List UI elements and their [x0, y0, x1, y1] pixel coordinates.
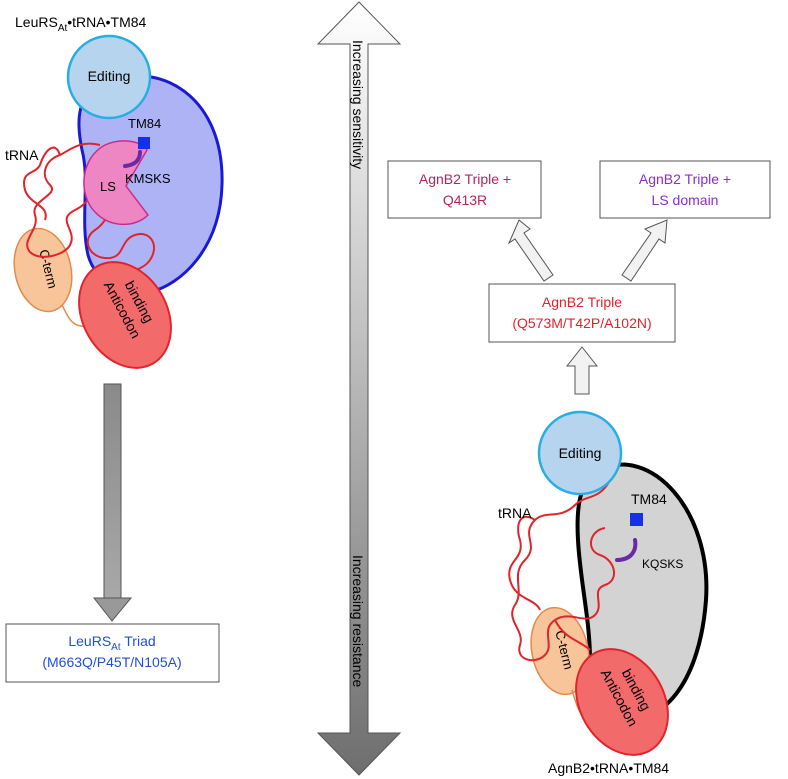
left-ls-domain — [83, 140, 149, 226]
left-anticodon-domain — [78, 261, 172, 369]
right-editing-label: Editing — [559, 445, 602, 461]
agnb2-triple-line2: (Q573M/T42P/A102N) — [512, 315, 651, 331]
left-tm84-label: TM84 — [128, 116, 161, 131]
ls-domain-line2: LS domain — [652, 192, 719, 208]
q413r-line2: Q413R — [443, 192, 487, 208]
right-cterm-domain — [530, 606, 590, 696]
left-editing-domain — [66, 34, 152, 120]
right-editing-domain — [537, 410, 623, 496]
q413r-box: AgnB2 Triple + Q413R — [387, 160, 542, 219]
right-tm84-square — [630, 513, 643, 526]
increasing-sensitivity-label: Increasing sensitivity — [350, 40, 366, 169]
left-editing-label: Editing — [88, 68, 131, 84]
left-kmsks-label: KMSKS — [125, 171, 171, 186]
q413r-line1: AgnB2 Triple + — [419, 171, 511, 187]
agnb2-triple-line1: AgnB2 Triple — [542, 294, 622, 310]
right-trna-label: tRNA — [498, 505, 532, 521]
left-result-line1: LeuRSAt Triad — [68, 633, 155, 653]
increasing-resistance-label: Increasing resistance — [350, 555, 366, 688]
agnb2-triple-box: AgnB2 Triple (Q573M/T42P/A102N) — [488, 283, 676, 343]
right-kqsks-label: KQSKS — [642, 557, 683, 571]
gradient-double-arrow: Increasing sensitivity Increasing resist… — [316, 1, 402, 776]
arrow-to-ls-domain — [621, 219, 668, 282]
right-kqsks-motif — [615, 538, 638, 562]
right-tm84-label: TM84 — [631, 491, 667, 507]
arrow-to-q413r — [507, 219, 554, 282]
left-tm84-square — [138, 137, 150, 149]
right-complex: C-term Editing Anticodon binding TM84 KQ… — [498, 410, 709, 776]
left-down-arrow — [92, 383, 133, 622]
left-trna-strand — [23, 142, 155, 286]
ls-domain-box: AgnB2 Triple + LS domain — [599, 160, 771, 219]
left-complex: LeuRSAt•tRNA•TM84 C-term LS Editing Anti… — [5, 14, 224, 369]
left-ls-label: LS — [100, 179, 116, 194]
left-result-box: LeuRSAt Triad (M663Q/P45T/N105A) — [5, 623, 220, 683]
left-complex-title: LeuRSAt•tRNA•TM84 — [15, 14, 147, 34]
right-complex-title: AgnB2•tRNA•TM84 — [548, 760, 669, 776]
arrow-to-triple — [565, 346, 599, 395]
right-trna-strand — [508, 479, 615, 662]
left-kmsks-motif — [123, 150, 142, 168]
left-trna-label: tRNA — [5, 147, 39, 163]
left-result-line2: (M663Q/P45T/N105A) — [42, 654, 181, 670]
ls-domain-line1: AgnB2 Triple + — [639, 171, 731, 187]
right-anticodon-domain — [575, 648, 669, 756]
